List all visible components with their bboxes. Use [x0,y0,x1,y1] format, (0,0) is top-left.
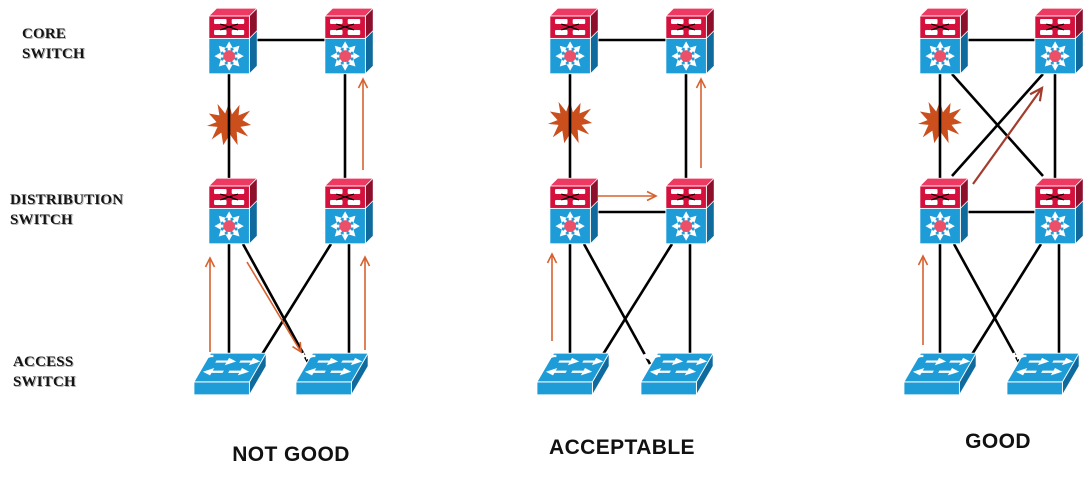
network-link [952,243,1022,365]
core-switch-right-icon [1035,8,1083,74]
access-switch-right-icon [640,352,713,395]
distribution-layer-label: DISTRIBUTION SWITCH [10,192,124,228]
network-link [595,243,674,365]
diagram-good [903,8,1083,395]
traffic-arrow-head [359,255,371,267]
distribution-switch-left-icon [920,178,968,244]
network-link [964,243,1043,365]
traffic-arrow-head [917,254,929,266]
core-switch-left-icon [920,8,968,74]
network-link [254,243,333,365]
core-layer-label: CORE SWITCH [22,26,85,62]
access-switch-left-icon [193,352,266,395]
core-switch-left-icon [209,8,257,74]
caption-acceptable: ACCEPTABLE [549,436,695,459]
access-switch-left-icon [903,352,976,395]
network-link [951,73,1044,177]
core-switch-left-icon [550,8,598,74]
reroute-arrow [972,87,1043,185]
access-layer-label: ACCESS SWITCH [13,354,76,390]
traffic-arrow-head [292,341,302,354]
traffic-arrow-head [204,256,216,268]
distribution-switch-right-icon [325,178,373,244]
access-switch-left-icon [536,352,609,395]
distribution-switch-left-icon [550,178,598,244]
traffic-arrow-head [546,252,558,264]
diagram-acceptable [536,8,714,395]
distribution-switch-right-icon [1035,178,1083,244]
traffic-arrow-head [646,190,658,202]
traffic-arrow-head [357,77,369,89]
core-switch-right-icon [325,8,373,74]
caption-not-good: NOT GOOD [232,443,350,466]
network-link [582,243,652,365]
distribution-switch-right-icon [666,178,714,244]
caption-good: GOOD [965,430,1031,453]
reroute-arrow-head [1029,86,1044,102]
diagram-not-good [193,8,373,395]
traffic-arrow-head [695,77,707,89]
distribution-switch-left-icon [209,178,257,244]
network-link [241,243,311,365]
traffic-arrow [246,261,302,353]
core-switch-right-icon [666,8,714,74]
